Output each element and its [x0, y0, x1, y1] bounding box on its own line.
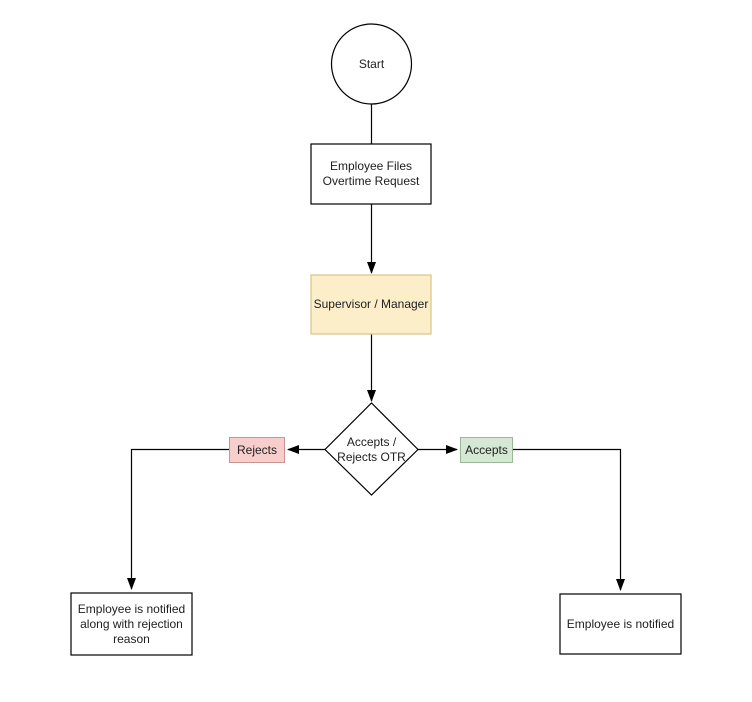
accept-edge-label[interactable]: Accepts [460, 437, 513, 463]
accepted-notice-node-shape[interactable] [559, 593, 682, 655]
supervisor-node-shape[interactable] [310, 274, 432, 335]
file-request-node-shape[interactable] [310, 143, 432, 205]
reject-edge-label[interactable]: Rejects [229, 437, 285, 463]
connector-reject-label-to-rejected-notice [127, 448, 229, 590]
rejected-notice-node-shape[interactable] [70, 592, 193, 656]
connector-accept-label-to-accepted-notice [513, 448, 625, 591]
decision-node-shape[interactable] [324, 402, 419, 496]
start-node-shape[interactable] [330, 23, 413, 105]
